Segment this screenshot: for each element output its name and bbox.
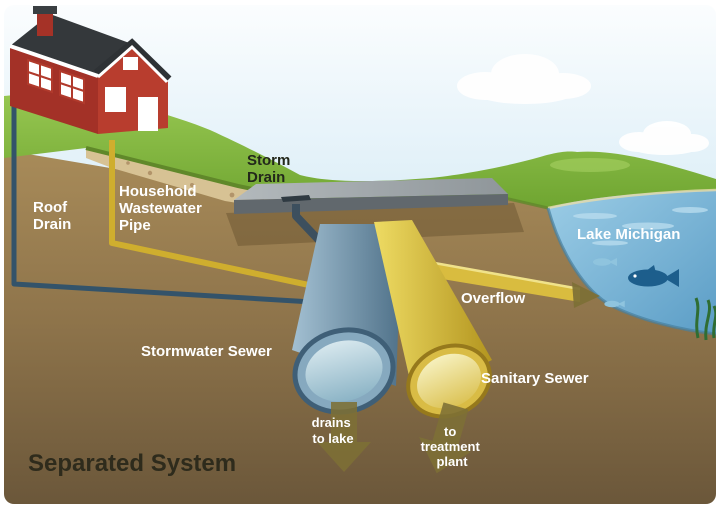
lake-highlights <box>573 207 708 246</box>
cloud-right <box>619 121 709 155</box>
pebble <box>229 192 235 198</box>
house <box>9 6 172 134</box>
stormwater-sewer-pipe <box>292 224 402 415</box>
roof-rake-trim <box>97 44 169 84</box>
overflow-arrow-icon <box>572 282 600 308</box>
label-household-wastewater-pipe: Household Wastewater Pipe <box>119 183 206 234</box>
sanitary-pipe-mouth <box>406 343 492 419</box>
grass-highlight <box>550 158 630 172</box>
overflow-pipe-body <box>412 258 580 302</box>
chimney <box>37 12 53 36</box>
cloud-left <box>457 54 591 104</box>
house-door <box>138 97 158 131</box>
label-overflow: Overflow <box>461 290 526 307</box>
label-roof-drain: Roof Drain <box>33 199 71 233</box>
label-drains-to-lake: drains to lake <box>312 415 355 446</box>
chimney-cap <box>33 6 57 14</box>
fish-body <box>628 269 668 287</box>
roof-eave-trim <box>9 44 99 78</box>
seaweed-blade <box>694 297 700 339</box>
pipe-mouth-inner <box>417 353 481 409</box>
sanitary-sewer-pipe <box>374 220 492 419</box>
lake-shoreline <box>547 188 716 210</box>
grass <box>4 94 716 208</box>
fish-small-icon <box>593 258 617 266</box>
seaweed-blade <box>704 299 712 341</box>
label-storm-drain: Storm Drain <box>247 152 295 186</box>
household-wastewater-pipe-line <box>109 140 399 307</box>
roof-drain-pipe <box>11 100 313 305</box>
storm-pipe-mouth <box>292 327 396 415</box>
storm-drain-grate <box>281 195 311 202</box>
fish-large-icon <box>628 265 679 287</box>
fish-eye <box>633 274 637 278</box>
label-lake-michigan: Lake Michigan <box>577 226 680 243</box>
fish-small-icon <box>604 300 625 308</box>
pebble <box>126 161 130 165</box>
labels: Storm Drain Roof Drain Household Wastewa… <box>28 152 680 477</box>
pebble <box>147 170 153 176</box>
fish-body <box>593 258 611 266</box>
water-streak <box>592 240 628 246</box>
label-sanitary-sewer: Sanitary Sewer <box>481 370 589 387</box>
diagram-title: Separated System <box>28 450 236 477</box>
fish-body <box>604 300 620 308</box>
roof-rake <box>93 38 172 82</box>
overflow-pipe-highlight <box>411 257 581 291</box>
fish-tail <box>609 258 617 266</box>
fish-tail <box>617 300 625 308</box>
seaweed-icon <box>694 297 716 341</box>
pipe-mouth-inner <box>305 340 383 402</box>
house-window-left-1 <box>27 58 53 94</box>
fish-tail <box>664 269 679 287</box>
fish-fin <box>646 265 656 273</box>
label-to-treatment-plant: to treatment plant <box>421 424 484 469</box>
seaweed-blade <box>712 305 716 339</box>
pebble <box>190 183 194 187</box>
water-streak <box>622 222 674 230</box>
window-mullion <box>59 74 85 100</box>
flow-arrow-drains-to-lake-icon <box>317 402 371 472</box>
window-mullion <box>27 63 53 89</box>
cloud-puff <box>475 80 575 104</box>
flow-arrow-to-treatment-icon <box>419 402 471 474</box>
house-window-left-2 <box>59 69 85 105</box>
overflow-pipe <box>411 257 600 308</box>
house-attic-window <box>123 57 138 70</box>
water-streak <box>573 213 617 219</box>
house-front-window <box>105 87 126 112</box>
road-surface <box>234 178 508 200</box>
illustration: Storm Drain Roof Drain Household Wastewa… <box>4 5 716 504</box>
road <box>234 178 508 214</box>
label-stormwater-sewer: Stormwater Sewer <box>141 343 272 360</box>
water-streak <box>672 207 708 213</box>
cloud-puff <box>631 139 699 155</box>
lake <box>546 188 716 341</box>
